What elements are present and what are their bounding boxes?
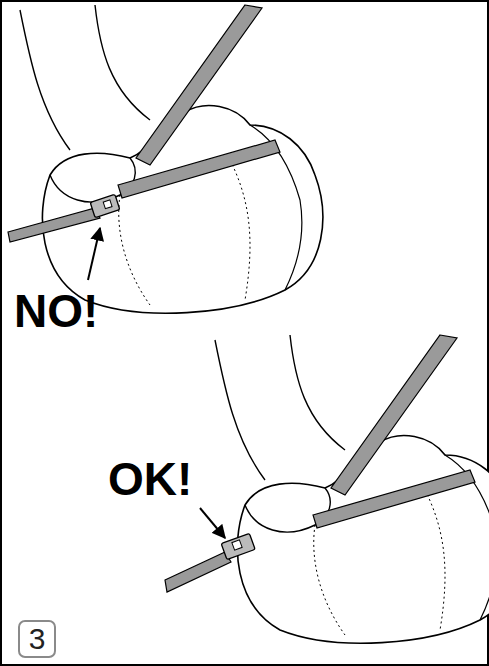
- status-label: OK!: [108, 456, 192, 502]
- status-label: NO!: [14, 288, 98, 334]
- step-number-box: 3: [18, 620, 56, 658]
- step-number: 3: [29, 624, 46, 654]
